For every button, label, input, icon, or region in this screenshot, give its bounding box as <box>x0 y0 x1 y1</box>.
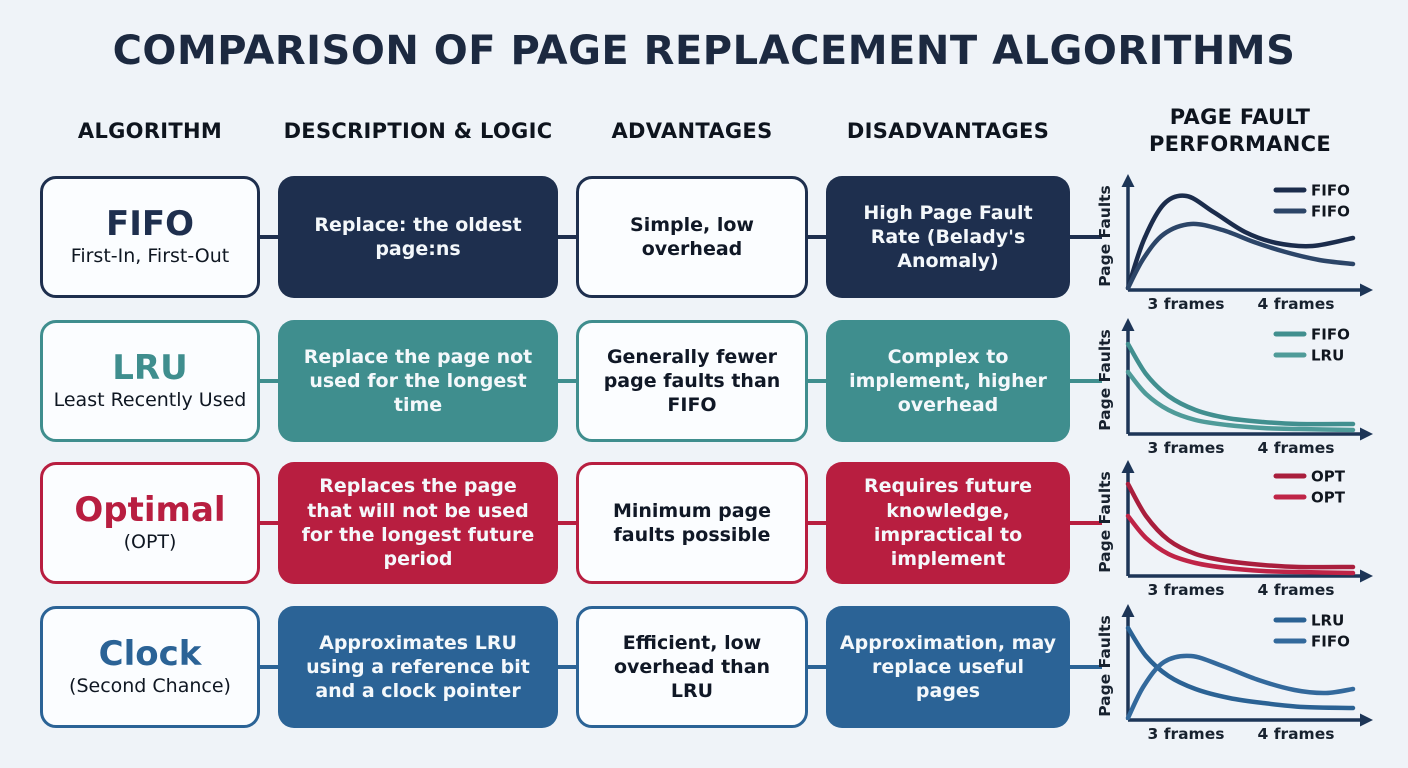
connector-line <box>556 665 578 669</box>
connector-line <box>1068 521 1102 525</box>
disadvantages-box-optimal: Requires future knowledge, impractical t… <box>826 462 1070 584</box>
connector-line <box>258 235 280 239</box>
row-lru: LRU Least Recently Used Replace the page… <box>0 318 1408 457</box>
description-box-lru: Replace the page not used for the longes… <box>278 320 558 442</box>
disadvantages-text: Requires future knowledge, impractical t… <box>864 475 1032 571</box>
svg-text:3 frames: 3 frames <box>1148 725 1225 743</box>
connector-line <box>1068 379 1102 383</box>
performance-chart-fifo: Page Faults 3 frames 4 frames FIFO FIFO <box>1098 174 1373 313</box>
svg-text:LRU: LRU <box>1311 612 1344 630</box>
algorithm-box-clock: Clock (Second Chance) <box>40 606 260 728</box>
connector-line <box>258 521 280 525</box>
disadvantages-box-clock: Approximation, may replace useful pages <box>826 606 1070 728</box>
description-box-optimal: Replaces the page that will not be used … <box>278 462 558 584</box>
performance-chart-lru: Page Faults 3 frames 4 frames FIFO LRU <box>1098 318 1373 457</box>
svg-text:Page Faults: Page Faults <box>1098 471 1114 573</box>
connector-line <box>806 665 828 669</box>
svg-text:3 frames: 3 frames <box>1148 581 1225 599</box>
svg-text:LRU: LRU <box>1311 347 1344 365</box>
description-box-clock: Approximates LRU using a reference bit a… <box>278 606 558 728</box>
description-text: Replace: the oldest page:ns <box>314 213 522 260</box>
advantages-box-optimal: Minimum page faults possible <box>576 462 808 584</box>
svg-text:FIFO: FIFO <box>1311 326 1350 344</box>
row-fifo: FIFO First-In, First-Out Replace: the ol… <box>0 174 1408 313</box>
svg-text:Page Faults: Page Faults <box>1098 185 1114 287</box>
algorithm-name: Optimal <box>74 489 226 530</box>
disadvantages-text: Complex to implement, higher overhead <box>849 345 1047 417</box>
advantages-text: Efficient, low overhead than LRU <box>613 631 771 703</box>
svg-text:OPT: OPT <box>1311 468 1346 486</box>
disadvantages-box-fifo: High Page Fault Rate (Belady's Anomaly) <box>826 176 1070 298</box>
svg-text:4 frames: 4 frames <box>1258 439 1335 457</box>
connector-line <box>1068 665 1102 669</box>
row-clock: Clock (Second Chance) Approximates LRU u… <box>0 604 1408 743</box>
advantages-text: Generally fewer page faults than FIFO <box>603 345 781 417</box>
column-header-advantages: ADVANTAGES <box>611 119 773 143</box>
connector-line <box>258 379 280 383</box>
column-header-algorithm: ALGORITHM <box>77 119 223 143</box>
connector-line <box>1068 235 1102 239</box>
algorithm-subtitle: Least Recently Used <box>53 389 247 412</box>
connector-line <box>806 521 828 525</box>
algorithm-box-fifo: FIFO First-In, First-Out <box>40 176 260 298</box>
disadvantages-text: High Page Fault Rate (Belady's Anomaly) <box>863 201 1033 273</box>
svg-text:4 frames: 4 frames <box>1258 725 1335 743</box>
column-header-performance: PAGE FAULT PERFORMANCE <box>1148 105 1332 157</box>
svg-text:FIFO: FIFO <box>1311 182 1350 200</box>
algorithm-name: FIFO <box>105 203 194 244</box>
column-header-disadvantages: DISADVANTAGES <box>846 119 1050 143</box>
svg-text:FIFO: FIFO <box>1311 633 1350 651</box>
performance-chart-clock: Page Faults 3 frames 4 frames LRU FIFO <box>1098 604 1373 743</box>
algorithm-box-optimal: Optimal (OPT) <box>40 462 260 584</box>
algorithm-subtitle: (Second Chance) <box>69 675 231 698</box>
advantages-box-lru: Generally fewer page faults than FIFO <box>576 320 808 442</box>
column-header-description: DESCRIPTION & LOGIC <box>283 119 553 143</box>
connector-line <box>806 379 828 383</box>
disadvantages-text: Approximation, may replace useful pages <box>839 631 1057 703</box>
disadvantages-box-lru: Complex to implement, higher overhead <box>826 320 1070 442</box>
connector-line <box>556 379 578 383</box>
svg-text:4 frames: 4 frames <box>1258 295 1335 313</box>
advantages-box-fifo: Simple, low overhead <box>576 176 808 298</box>
description-box-fifo: Replace: the oldest page:ns <box>278 176 558 298</box>
description-text: Replace the page not used for the longes… <box>303 345 533 417</box>
connector-line <box>556 521 578 525</box>
performance-chart-optimal: Page Faults 3 frames 4 frames OPT OPT <box>1098 460 1373 599</box>
description-text: Approximates LRU using a reference bit a… <box>306 631 530 703</box>
algorithm-name: Clock <box>98 633 202 674</box>
connector-line <box>556 235 578 239</box>
description-text: Replaces the page that will not be used … <box>301 475 535 571</box>
svg-text:3 frames: 3 frames <box>1148 295 1225 313</box>
advantages-text: Minimum page faults possible <box>612 499 772 546</box>
algorithm-subtitle: (OPT) <box>123 531 177 554</box>
advantages-text: Simple, low overhead <box>630 213 754 260</box>
algorithm-subtitle: First-In, First-Out <box>70 245 230 268</box>
algorithm-box-lru: LRU Least Recently Used <box>40 320 260 442</box>
page-title: COMPARISON OF PAGE REPLACEMENT ALGORITHM… <box>112 28 1296 74</box>
svg-text:3 frames: 3 frames <box>1148 439 1225 457</box>
algorithm-name: LRU <box>112 347 188 388</box>
svg-text:Page Faults: Page Faults <box>1098 615 1114 717</box>
connector-line <box>806 235 828 239</box>
svg-text:OPT: OPT <box>1311 489 1346 507</box>
connector-line <box>258 665 280 669</box>
row-optimal: Optimal (OPT) Replaces the page that wil… <box>0 460 1408 599</box>
svg-text:4 frames: 4 frames <box>1258 581 1335 599</box>
svg-text:FIFO: FIFO <box>1311 203 1350 221</box>
svg-text:Page Faults: Page Faults <box>1098 329 1114 431</box>
advantages-box-clock: Efficient, low overhead than LRU <box>576 606 808 728</box>
